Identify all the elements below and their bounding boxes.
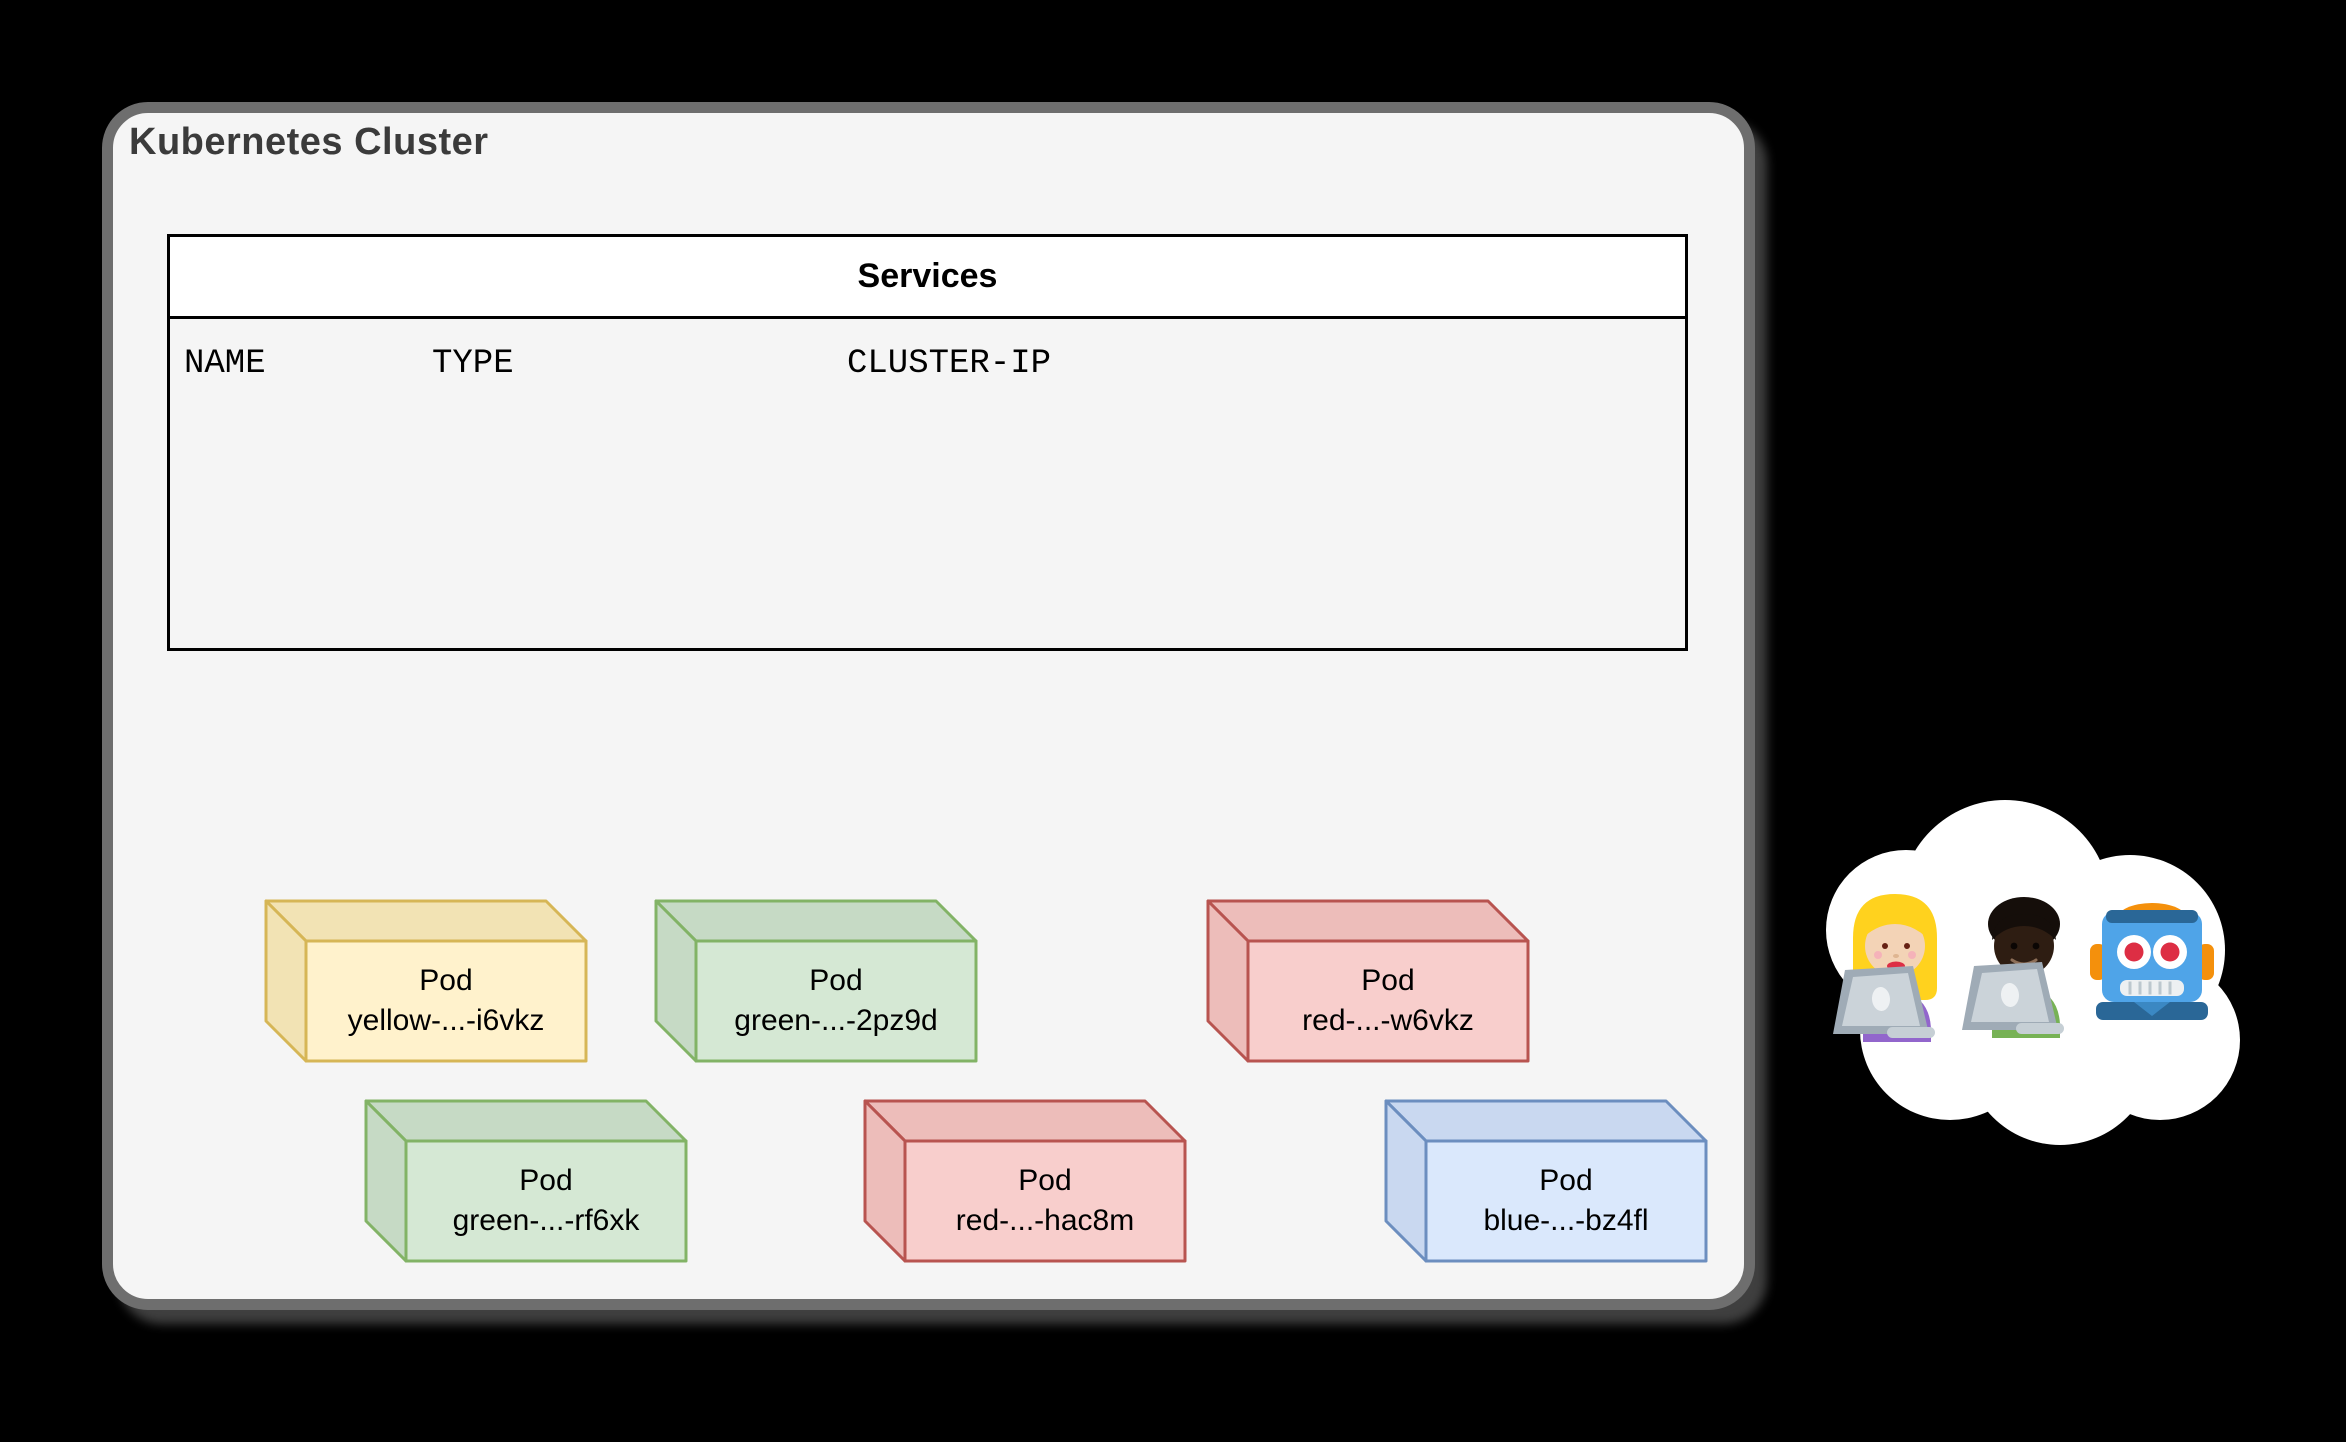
- cube-icon: [264, 899, 588, 1063]
- pod-blue-bz4fl: Pod blue-...-bz4fl: [1384, 1099, 1708, 1263]
- pod-label: Pod red-...-hac8m: [905, 1141, 1185, 1261]
- pod-label: Pod yellow-...-i6vkz: [306, 941, 586, 1061]
- cube-icon: [364, 1099, 688, 1263]
- users-cloud: [1820, 788, 2250, 1160]
- laptop-icon: [1833, 966, 1935, 1038]
- pod-name-text: yellow-...-i6vkz: [347, 1004, 545, 1037]
- pod-green-2pz9d: Pod green-...-2pz9d: [654, 899, 978, 1063]
- pod-name-text: green-...-rf6xk: [452, 1204, 640, 1237]
- cube-icon: [1206, 899, 1530, 1063]
- pod-type-text: Pod: [1539, 1164, 1593, 1197]
- pod-type-text: Pod: [809, 964, 863, 997]
- column-header-type: TYPE: [432, 345, 514, 383]
- pod-name-text: green-...-2pz9d: [734, 1004, 938, 1037]
- services-table-title: Services: [857, 257, 998, 295]
- pod-name-text: red-...-w6vkz: [1302, 1004, 1474, 1037]
- pod-green-rf6xk: Pod green-...-rf6xk: [364, 1099, 688, 1263]
- column-header-name: NAME: [184, 345, 266, 383]
- services-table-header: Services: [170, 237, 1685, 319]
- woman-technologist-emoji: [1833, 894, 1937, 1042]
- cube-icon: [654, 899, 978, 1063]
- pod-type-text: Pod: [1361, 964, 1415, 997]
- cube-icon: [1384, 1099, 1708, 1263]
- pod-name-text: blue-...-bz4fl: [1483, 1204, 1649, 1237]
- pod-label: Pod green-...-2pz9d: [696, 941, 976, 1061]
- kubernetes-cluster-box: Kubernetes Cluster Services NAME TYPE CL…: [102, 102, 1755, 1310]
- cloud-icon: [1826, 800, 2240, 1145]
- pod-name-text: red-...-hac8m: [955, 1204, 1135, 1237]
- cube-icon: [863, 1099, 1187, 1263]
- pod-red-hac8m: Pod red-...-hac8m: [863, 1099, 1187, 1263]
- services-table: Services NAME TYPE CLUSTER-IP: [167, 234, 1688, 651]
- pod-red-w6vkz: Pod red-...-w6vkz: [1206, 899, 1530, 1063]
- pod-label: Pod red-...-w6vkz: [1248, 941, 1528, 1061]
- man-technologist-emoji: [1962, 897, 2064, 1038]
- column-header-cluster-ip: CLUSTER-IP: [847, 345, 1052, 383]
- cluster-title: Kubernetes Cluster: [129, 121, 489, 163]
- pod-label: Pod green-...-rf6xk: [406, 1141, 686, 1261]
- services-table-body: NAME TYPE CLUSTER-IP: [170, 319, 1685, 651]
- pod-type-text: Pod: [519, 1164, 573, 1197]
- pod-yellow-i6vkz: Pod yellow-...-i6vkz: [264, 899, 588, 1063]
- laptop-icon: [1962, 962, 2064, 1034]
- robot-emoji: [2090, 903, 2214, 1020]
- pod-type-text: Pod: [419, 964, 473, 997]
- pod-label: Pod blue-...-bz4fl: [1426, 1141, 1706, 1261]
- pod-type-text: Pod: [1018, 1164, 1072, 1197]
